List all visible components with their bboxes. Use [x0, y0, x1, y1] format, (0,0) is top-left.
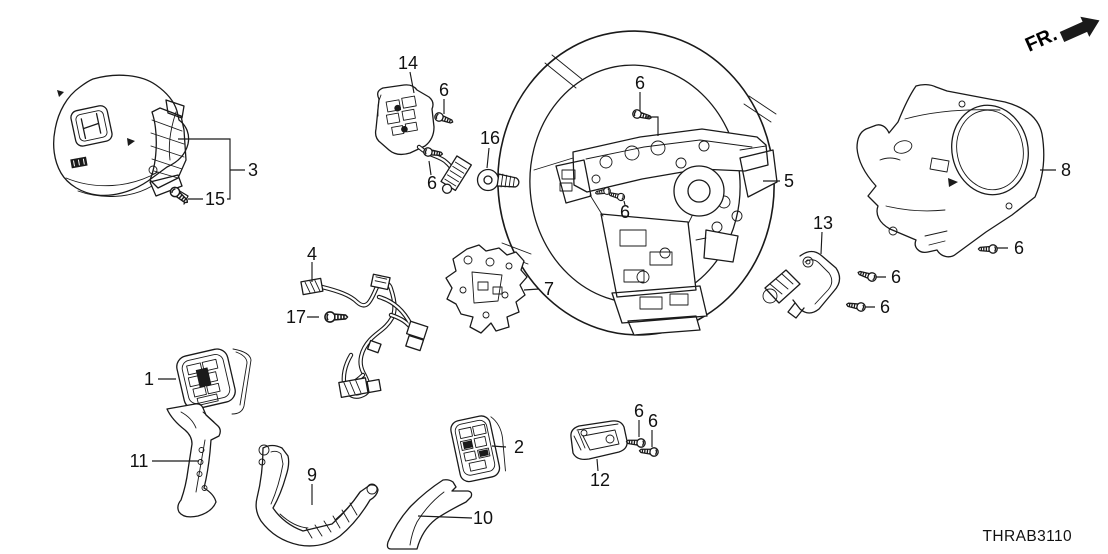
- srs-text-block: [70, 156, 88, 169]
- callout-8[interactable]: 8: [1061, 160, 1071, 180]
- callouts: 1 2 3 4 5 6 6 6 6 6 6 6 6 6 7 8 9 10 11 …: [130, 53, 1071, 528]
- switch-1-art: [176, 348, 252, 415]
- fr-arrow-icon: [1059, 16, 1100, 43]
- garnish-11-art: [166, 403, 221, 518]
- callout-6h[interactable]: 6: [634, 401, 644, 421]
- switch-1-side: [231, 348, 252, 415]
- callout-17[interactable]: 17: [286, 307, 306, 327]
- callout-7[interactable]: 7: [544, 279, 554, 299]
- bracket-7-art: [445, 244, 528, 334]
- harness-connector-e: [366, 339, 382, 354]
- diagram-code: THRAB3110: [983, 528, 1072, 545]
- callout-6c[interactable]: 6: [427, 173, 437, 193]
- callout-10[interactable]: 10: [473, 508, 493, 528]
- switch-2-art: [450, 415, 506, 483]
- leader-lines: [152, 71, 1056, 519]
- garnish-10-art: [386, 479, 473, 550]
- switch-14-edge: [377, 94, 382, 117]
- switch-14-buttons: [385, 95, 418, 136]
- airbag-internals: [149, 99, 189, 205]
- honda-h-logo: [80, 112, 102, 140]
- callout-11[interactable]: 11: [130, 451, 149, 471]
- callout-12[interactable]: 12: [590, 470, 610, 490]
- callout-16[interactable]: 16: [480, 128, 500, 148]
- callout-5[interactable]: 5: [784, 171, 794, 191]
- callout-14[interactable]: 14: [398, 53, 418, 73]
- garnish-9-art: [255, 444, 379, 547]
- harness-connector-b: [370, 273, 391, 291]
- callout-6f[interactable]: 6: [891, 267, 901, 287]
- column-cover-outline: [856, 83, 1045, 258]
- callout-1[interactable]: 1: [144, 369, 154, 389]
- column-cover-opening: [956, 109, 1024, 191]
- airbag-internals-hatch: [148, 119, 185, 179]
- steering-wheel-art: [497, 30, 778, 336]
- harness-4-art: [300, 273, 429, 399]
- wheel-hub-holes: [591, 140, 743, 284]
- honda-emblem: [70, 105, 113, 147]
- wheel-rim-seams: [498, 54, 777, 265]
- harness-connector-c: [405, 320, 429, 352]
- airbag-module-art: [53, 74, 190, 205]
- column-cover-art: [856, 83, 1045, 258]
- harness-connector-a: [300, 277, 324, 296]
- switch-14-connector: [440, 155, 472, 194]
- switch-2-buttons: [458, 423, 491, 472]
- airbag-pad-creases: [65, 111, 177, 197]
- bracket-13-art: [762, 250, 841, 319]
- callout-2[interactable]: 2: [514, 437, 524, 457]
- bolt-16-art: [476, 168, 520, 192]
- callout-6e[interactable]: 6: [1014, 238, 1024, 258]
- switch-2-face: [450, 415, 501, 483]
- callout-9[interactable]: 9: [307, 465, 317, 485]
- callout-13[interactable]: 13: [813, 213, 833, 233]
- column-cover-mark: [948, 178, 958, 187]
- callout-6d[interactable]: 6: [620, 202, 630, 222]
- column-cover-details: [879, 100, 1013, 246]
- callout-6g[interactable]: 6: [880, 297, 890, 317]
- callout-4[interactable]: 4: [307, 244, 317, 264]
- switch-14-art: [374, 84, 472, 194]
- column-cover-opening-bezel: [951, 104, 1029, 196]
- callout-6b[interactable]: 6: [439, 80, 449, 100]
- callout-15[interactable]: 15: [205, 189, 225, 209]
- callout-3[interactable]: 3: [248, 160, 258, 180]
- column-cover-boss: [893, 140, 913, 154]
- wheel-center-boss: [673, 165, 725, 217]
- harness-connector-d: [338, 377, 382, 398]
- callout-6a[interactable]: 6: [635, 73, 645, 93]
- callout-6i[interactable]: 6: [648, 411, 658, 431]
